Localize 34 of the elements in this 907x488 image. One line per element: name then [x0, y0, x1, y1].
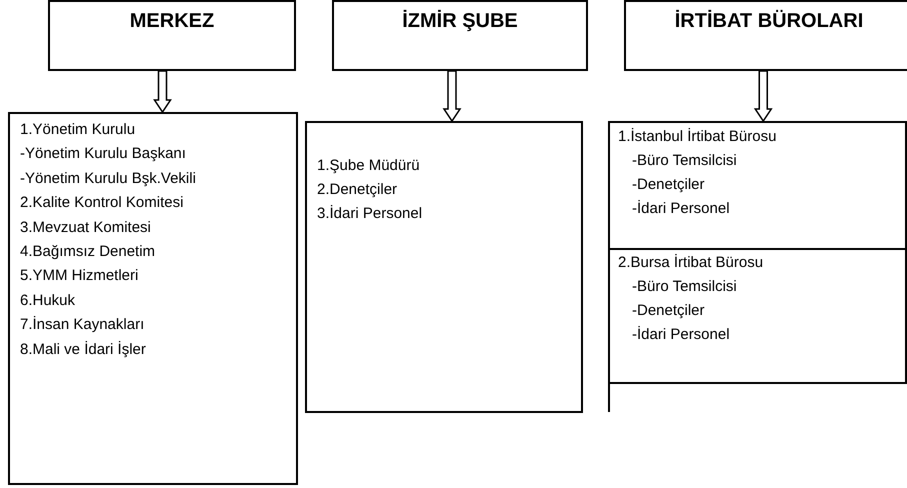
list-item: 1.Yönetim Kurulu: [20, 121, 136, 138]
list-item: 4.Bağımsız Denetim: [20, 243, 156, 260]
list-box: [608, 248, 907, 384]
header-box: [48, 0, 296, 71]
list-item: 2.Denetçiler: [317, 181, 398, 198]
list-item: -İdari Personel: [632, 200, 730, 217]
list-item: -Denetçiler: [632, 302, 705, 319]
list-box: [305, 121, 583, 413]
list-item: 8.Mali ve İdari İşler: [20, 340, 146, 358]
heading: İRTİBAT BÜROLARI: [674, 10, 864, 33]
hollow-arrow: [754, 70, 773, 122]
list-item: 6.Hukuk: [20, 292, 76, 309]
list-box: [608, 121, 907, 250]
list-item: 1.Şube Müdürü: [317, 157, 420, 174]
list-item: -Yönetim Kurulu Bşk.Vekili: [20, 170, 196, 187]
list-item: 7.İnsan Kaynakları: [20, 316, 144, 334]
heading: MERKEZ: [130, 10, 214, 33]
hollow-arrow: [153, 70, 172, 114]
list-item: 5.YMM Hizmetleri: [20, 267, 138, 284]
hollow-arrow: [442, 70, 462, 122]
list-item: -Yönetim Kurulu Başkanı: [20, 145, 186, 162]
list-item: 2.Bursa İrtibat Bürosu: [618, 254, 764, 271]
list-item: -Denetçiler: [632, 176, 705, 193]
header-box: [332, 0, 588, 71]
list-item: 2.Kalite Kontrol Komitesi: [20, 194, 184, 212]
list-item: 1.İstanbul İrtibat Bürosu: [618, 128, 776, 145]
header-box: [624, 0, 907, 71]
list-item: 3.İdari Personel: [317, 205, 422, 222]
list-item: -İdari Personel: [632, 326, 730, 343]
list-item: -Büro Temsilcisi: [632, 152, 737, 169]
list-item: -Büro Temsilcisi: [632, 278, 737, 295]
list-box: [8, 112, 298, 485]
heading: İZMİR ŞUBE: [402, 10, 518, 33]
list-item: 3.Mevzuat Komitesi: [20, 218, 151, 236]
